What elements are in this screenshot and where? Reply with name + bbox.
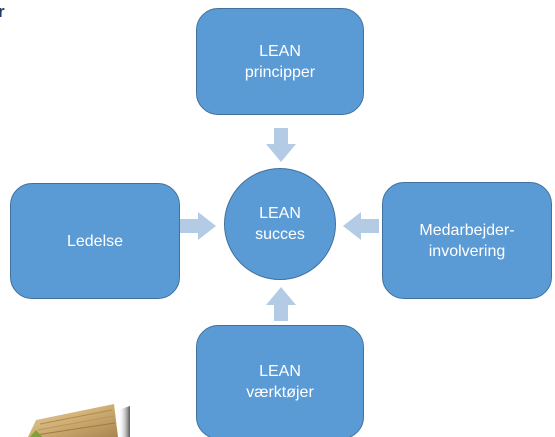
arrow-down-icon (266, 128, 296, 162)
lean-tools-box: LEAN værktøjer (196, 325, 364, 437)
employee-involvement-line2: involvering (428, 242, 506, 260)
lean-tools-line2: værktøjer (246, 384, 314, 401)
lean-principles-line1: LEAN (259, 42, 301, 60)
lean-tools-line1: LEAN (259, 363, 301, 380)
leadership-label: Ledelse (66, 232, 124, 250)
wood-photo-fragment (28, 404, 130, 437)
lean-principles-box: LEAN principper (196, 8, 364, 115)
arrow-right-icon (180, 212, 216, 240)
lean-principles-line2: principper (244, 63, 316, 81)
lean-success-circle: LEAN succes (224, 168, 336, 280)
arrow-up-icon (266, 287, 296, 321)
lean-success-line1: LEAN (259, 205, 301, 222)
lean-success-line2: succes (255, 226, 305, 243)
employee-involvement-box: Medarbejder- involvering (382, 182, 552, 299)
corner-title-fragment: r (0, 2, 5, 21)
employee-involvement-line1: Medarbejder- (419, 221, 515, 239)
arrow-left-icon (343, 212, 379, 240)
leadership-box: Ledelse (10, 183, 180, 299)
